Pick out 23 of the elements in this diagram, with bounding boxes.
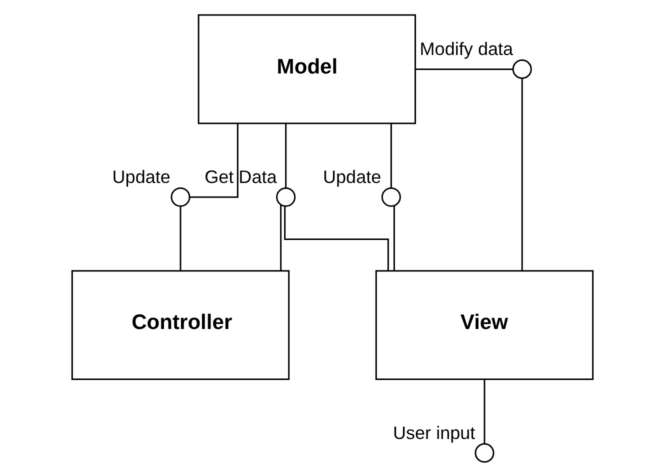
node-circle — [170, 186, 190, 206]
connector — [284, 206, 388, 270]
connector — [179, 206, 181, 270]
connector — [392, 205, 394, 270]
connector — [280, 204, 282, 270]
node-label: Update — [112, 166, 170, 186]
connector — [415, 68, 513, 70]
node-label: User input — [392, 422, 475, 442]
node-label: Get Data — [204, 166, 276, 186]
node-box: Controller — [70, 270, 290, 380]
connector — [483, 378, 485, 444]
node-circle — [380, 186, 400, 206]
node-circle — [276, 186, 296, 206]
connector — [390, 122, 392, 188]
node-label: Update — [322, 166, 381, 186]
connector — [189, 122, 238, 198]
node-label: Modify data — [419, 38, 513, 59]
node-box: View — [374, 270, 594, 380]
connector — [284, 122, 286, 188]
node-box: Model — [197, 14, 416, 124]
node-circle — [512, 58, 532, 78]
connector — [520, 78, 522, 270]
node-circle — [474, 442, 494, 462]
